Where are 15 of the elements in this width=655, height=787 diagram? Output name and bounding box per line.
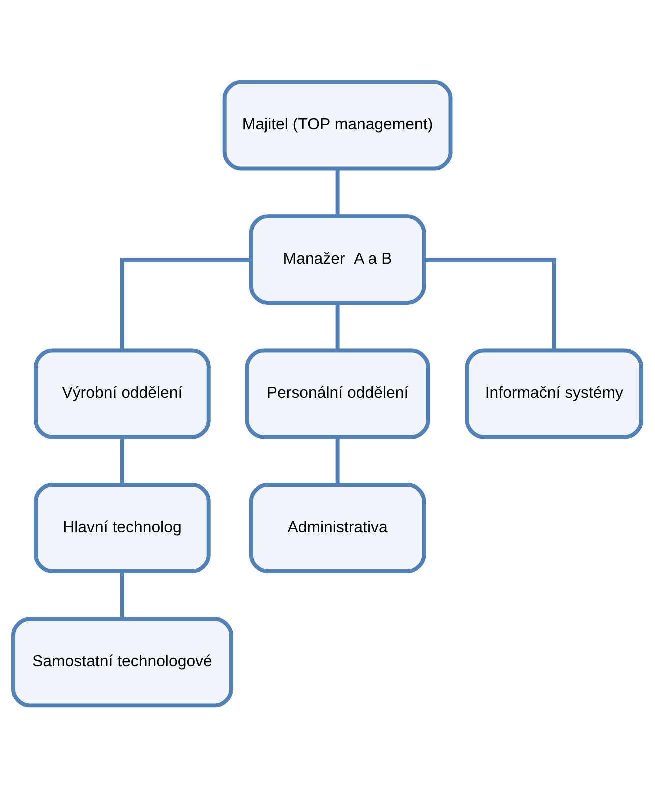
connector bbox=[120, 436, 124, 484]
node-box: Hlavní technolog bbox=[34, 482, 211, 573]
connector bbox=[120, 258, 251, 350]
node-box: Majitel (TOP management) bbox=[222, 80, 453, 170]
node-box: Administrativa bbox=[249, 482, 426, 573]
node-box: Samostatní technologové bbox=[12, 616, 234, 708]
connector bbox=[336, 302, 340, 350]
connector bbox=[336, 436, 340, 484]
node-box: Manažer A a B bbox=[249, 214, 426, 304]
connector bbox=[336, 168, 340, 216]
node-box: Výrobní oddělení bbox=[34, 348, 211, 439]
node-box: Personální oddělení bbox=[245, 348, 430, 439]
node-box: Informační systémy bbox=[465, 348, 644, 439]
connector bbox=[120, 570, 124, 618]
connector bbox=[424, 258, 556, 350]
